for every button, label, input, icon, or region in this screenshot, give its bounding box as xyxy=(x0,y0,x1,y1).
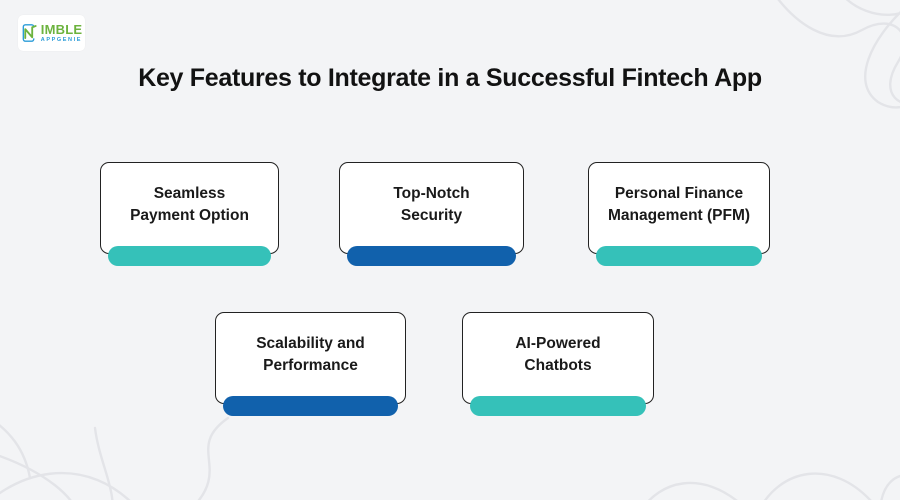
feature-card-personal-finance-management: Personal Finance Management (PFM) xyxy=(588,162,770,266)
feature-card-top-notch-security: Top-Notch Security xyxy=(339,162,524,266)
logo-sub-text: APPGENIE xyxy=(40,36,82,43)
nimbleappgenie-logo-icon xyxy=(22,24,37,42)
logo-main-text: IMBLE xyxy=(40,21,83,37)
feature-card-accent-bar xyxy=(108,246,271,266)
nimbleappgenie-logo: IMBLE APPGENIE xyxy=(18,15,85,51)
feature-card-label: Scalability and Performance xyxy=(256,335,365,374)
feature-card-accent-bar xyxy=(470,396,646,416)
feature-card-label: Seamless Payment Option xyxy=(130,185,249,224)
feature-card-label: Personal Finance Management (PFM) xyxy=(607,185,751,224)
feature-card-seamless-payment: Seamless Payment Option xyxy=(100,162,279,266)
feature-card-accent-bar xyxy=(347,246,516,266)
feature-card-accent-bar xyxy=(596,246,762,266)
feature-card-scalability-performance: Scalability and Performance xyxy=(215,312,406,416)
feature-card-label: Top-Notch Security xyxy=(393,185,470,224)
feature-card-label: AI-Powered Chatbots xyxy=(515,335,601,374)
feature-card-accent-bar xyxy=(223,396,398,416)
nimbleappgenie-logo-text: IMBLE APPGENIE xyxy=(41,23,82,44)
page-title: Key Features to Integrate in a Successfu… xyxy=(138,64,762,92)
feature-card-ai-powered-chatbots: AI-Powered Chatbots xyxy=(462,312,654,416)
